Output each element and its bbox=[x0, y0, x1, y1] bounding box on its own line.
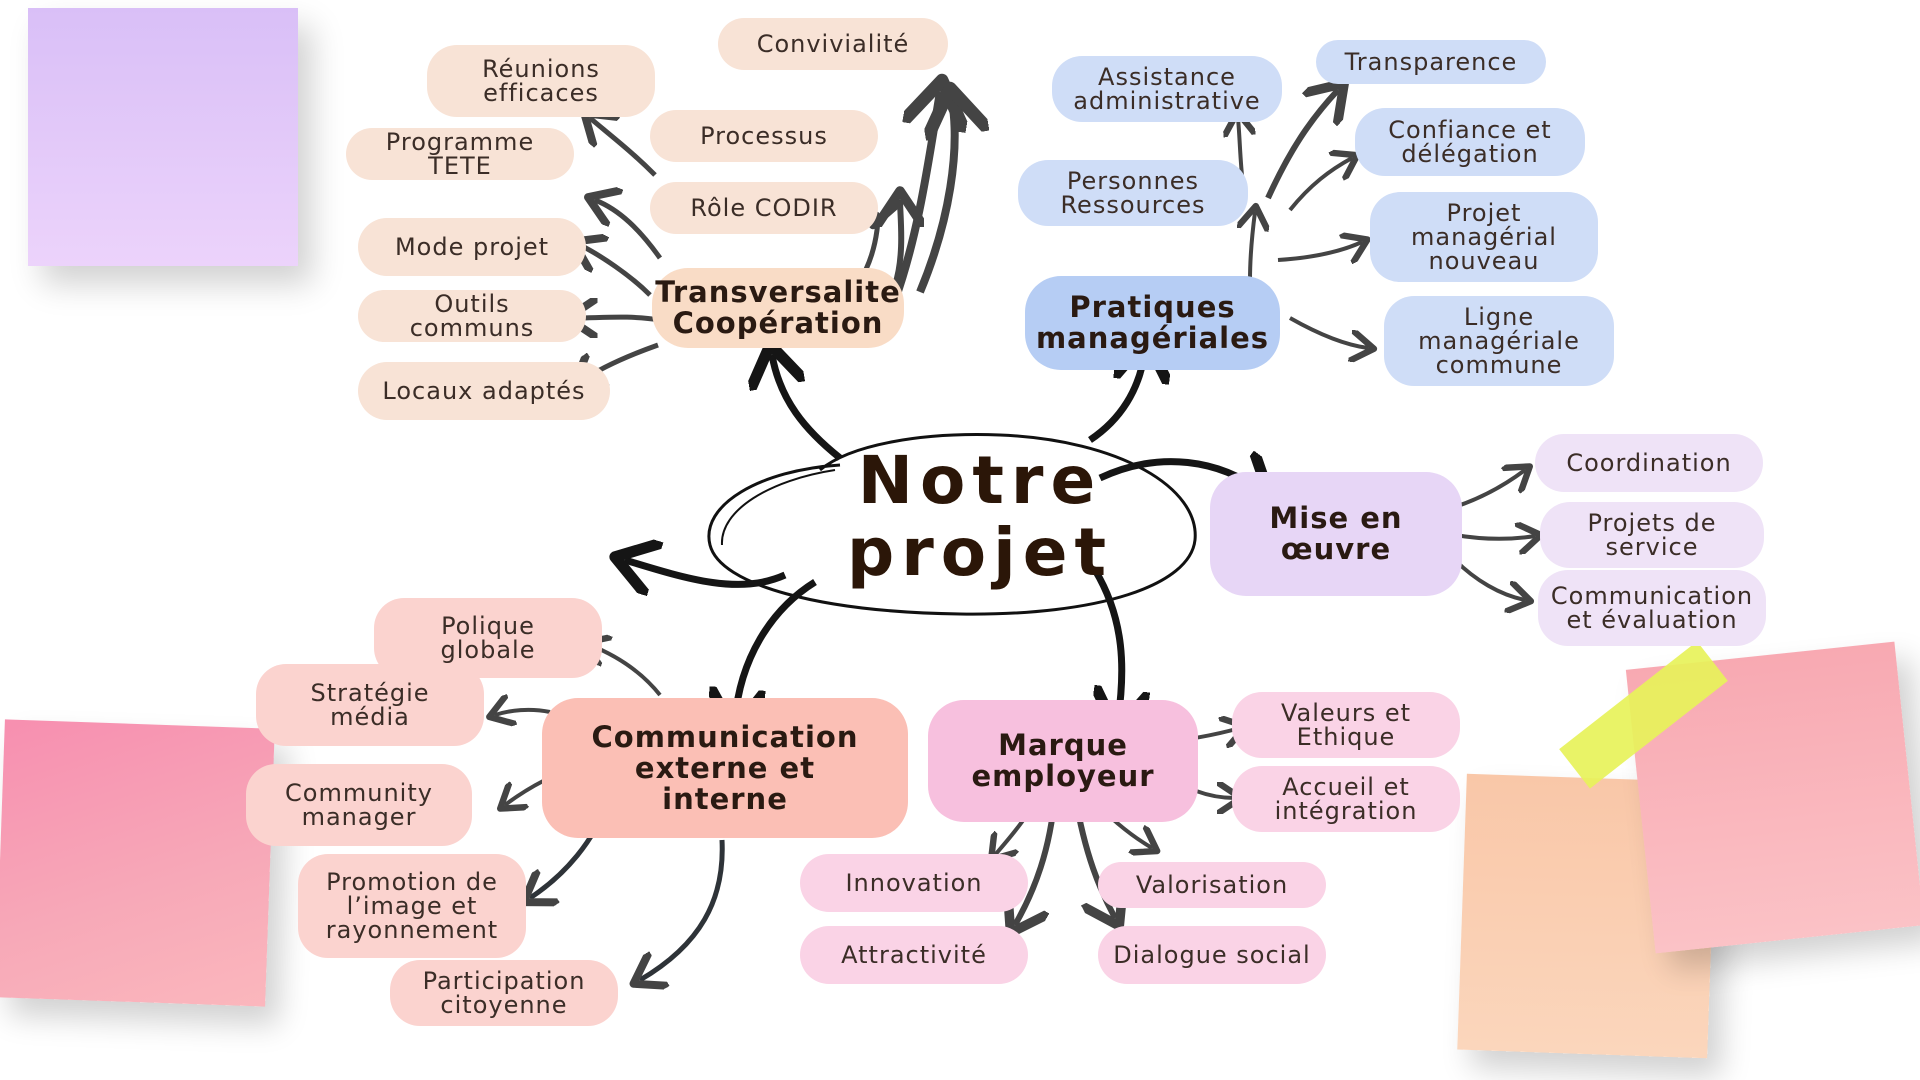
arrow-center-left bbox=[625, 560, 787, 584]
node-reunions-efficaces[interactable]: Réunions efficaces bbox=[427, 45, 655, 117]
node-convivialite[interactable]: Convivialité bbox=[718, 18, 948, 70]
node-valorisation[interactable]: Valorisation bbox=[1098, 862, 1326, 908]
node-projet-managerial-nouveau[interactable]: Projet managérial nouveau bbox=[1370, 192, 1598, 282]
node-assistance-administrative[interactable]: Assistance administrative bbox=[1052, 56, 1282, 122]
hub-mise-en-oeuvre[interactable]: Mise en œuvre bbox=[1210, 472, 1462, 596]
node-promotion-image[interactable]: Promotion de l’image et rayonnement bbox=[298, 854, 526, 958]
node-role-codir[interactable]: Rôle CODIR bbox=[650, 182, 878, 234]
node-personnes-ressources[interactable]: Personnes Ressources bbox=[1018, 160, 1248, 226]
node-ligne-manageriale-commune[interactable]: Ligne managériale commune bbox=[1384, 296, 1614, 386]
node-confiance-delegation[interactable]: Confiance et délégation bbox=[1355, 108, 1585, 176]
hub-communication[interactable]: Communication externe et interne bbox=[542, 698, 908, 838]
arrow-center-marque bbox=[1095, 568, 1122, 720]
node-outils-communs[interactable]: Outils communs bbox=[358, 290, 586, 342]
sticky-note-pink-left bbox=[0, 719, 275, 1007]
node-accueil-integration[interactable]: Accueil et intégration bbox=[1232, 766, 1460, 832]
node-processus[interactable]: Processus bbox=[650, 110, 878, 162]
center-title: Notre projet bbox=[846, 442, 1114, 591]
node-transparence[interactable]: Transparence bbox=[1316, 40, 1546, 84]
node-programme-tete[interactable]: Programme TETE bbox=[346, 128, 574, 180]
sticky-note-purple bbox=[28, 8, 298, 266]
hub-pratiques-manageriales[interactable]: Pratiques managériales bbox=[1025, 276, 1280, 370]
node-projets-de-service[interactable]: Projets de service bbox=[1540, 502, 1764, 568]
node-attractivite[interactable]: Attractivité bbox=[800, 926, 1028, 984]
node-communication-evaluation[interactable]: Communication et évaluation bbox=[1538, 570, 1766, 646]
arrow-center-transversalite bbox=[772, 355, 843, 461]
node-innovation[interactable]: Innovation bbox=[800, 854, 1028, 912]
node-locaux-adaptes[interactable]: Locaux adaptés bbox=[358, 362, 610, 420]
hub-transversalite[interactable]: Transversalite Coopération bbox=[652, 268, 904, 348]
node-mode-projet[interactable]: Mode projet bbox=[358, 218, 586, 276]
node-dialogue-social[interactable]: Dialogue social bbox=[1098, 926, 1326, 984]
node-community-manager[interactable]: Community manager bbox=[246, 764, 472, 846]
node-coordination[interactable]: Coordination bbox=[1535, 434, 1763, 492]
node-participation-citoyenne[interactable]: Participation citoyenne bbox=[390, 960, 618, 1026]
node-strategie-media[interactable]: Stratégie média bbox=[256, 664, 484, 746]
node-valeurs-ethique[interactable]: Valeurs et Ethique bbox=[1232, 692, 1460, 758]
hub-marque-employeur[interactable]: Marque employeur bbox=[928, 700, 1198, 822]
